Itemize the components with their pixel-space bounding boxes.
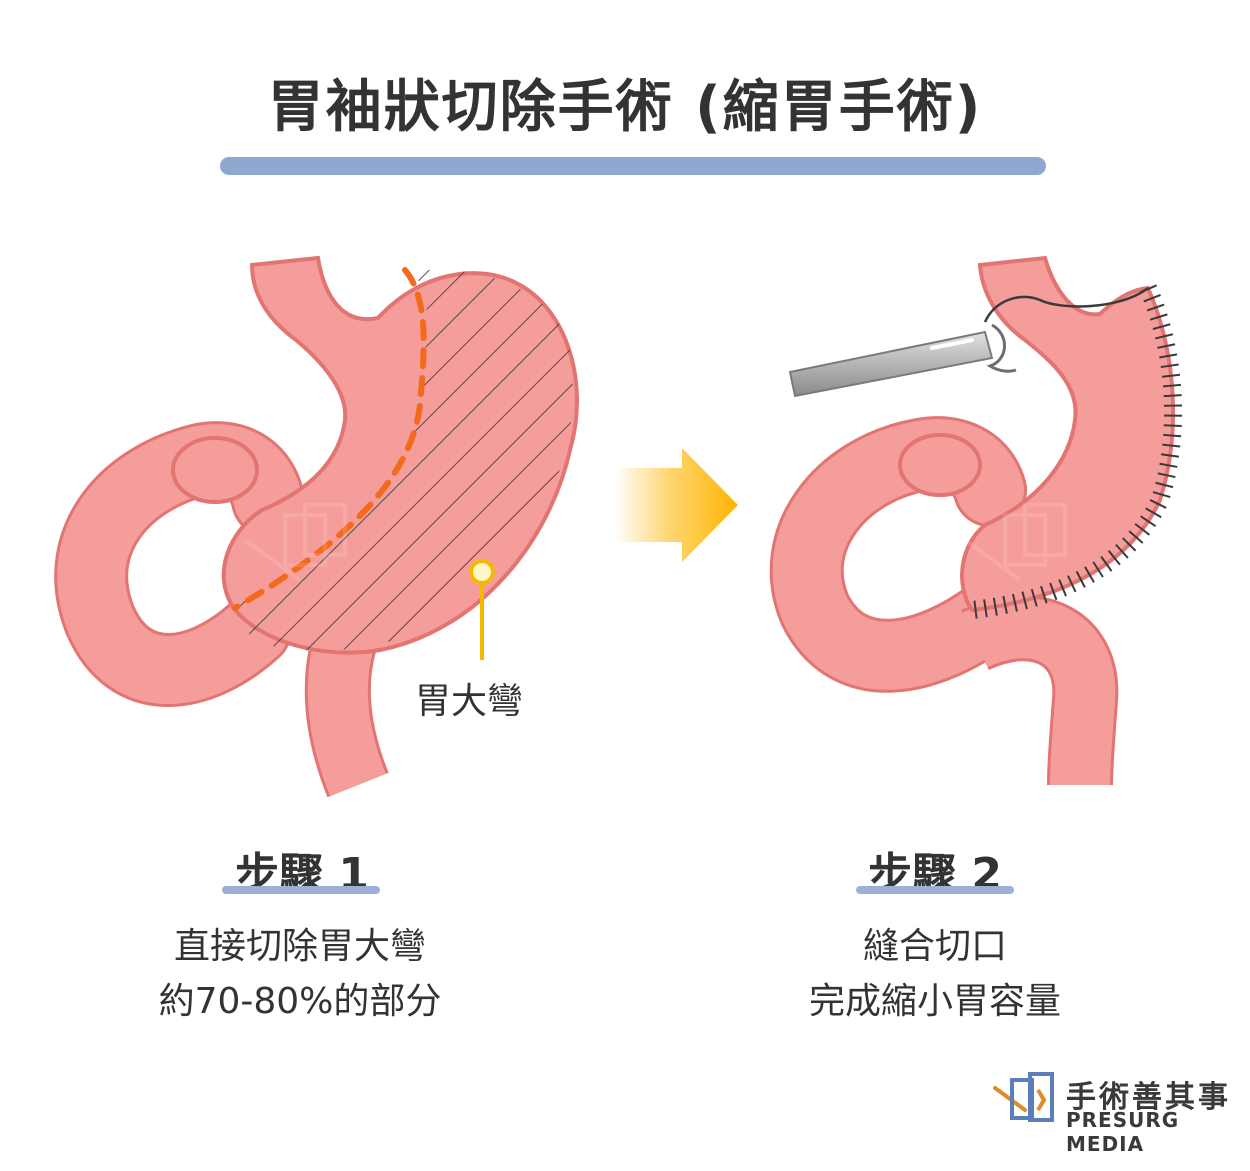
stomach-step1 bbox=[54, 255, 579, 798]
watermark-logo-2 bbox=[963, 503, 1067, 582]
curved-needle bbox=[986, 323, 1017, 373]
brand-name-en: PRESURG MEDIA bbox=[1066, 1108, 1180, 1156]
title-underline bbox=[220, 157, 1046, 175]
greater-curvature-label: 胃大彎 bbox=[415, 681, 524, 722]
suture-thread bbox=[983, 287, 1149, 323]
step-2-desc-line2: 完成縮小胃容量 bbox=[808, 981, 1061, 1022]
brand-logo-icon bbox=[993, 1072, 1054, 1122]
progress-arrow bbox=[615, 448, 738, 562]
stomach-step2 bbox=[769, 255, 1183, 786]
callout-marker bbox=[469, 559, 495, 585]
watermark-logo-1 bbox=[243, 503, 347, 582]
pylorus-1 bbox=[171, 436, 259, 504]
step-1-underline bbox=[222, 886, 380, 894]
brand-name-zh: 手術善其事 bbox=[1066, 1080, 1231, 1115]
pylorus-2 bbox=[898, 433, 982, 497]
step-2-underline bbox=[856, 886, 1014, 894]
step-2-desc-line1: 縫合切口 bbox=[862, 926, 1007, 967]
cut-line bbox=[232, 267, 427, 611]
step-1-desc-line2: 約70-80%的部分 bbox=[158, 981, 442, 1022]
page-title: 胃袖狀切除手術 (縮胃手術) bbox=[267, 75, 983, 140]
step-1-desc-line1: 直接切除胃大彎 bbox=[173, 926, 426, 967]
